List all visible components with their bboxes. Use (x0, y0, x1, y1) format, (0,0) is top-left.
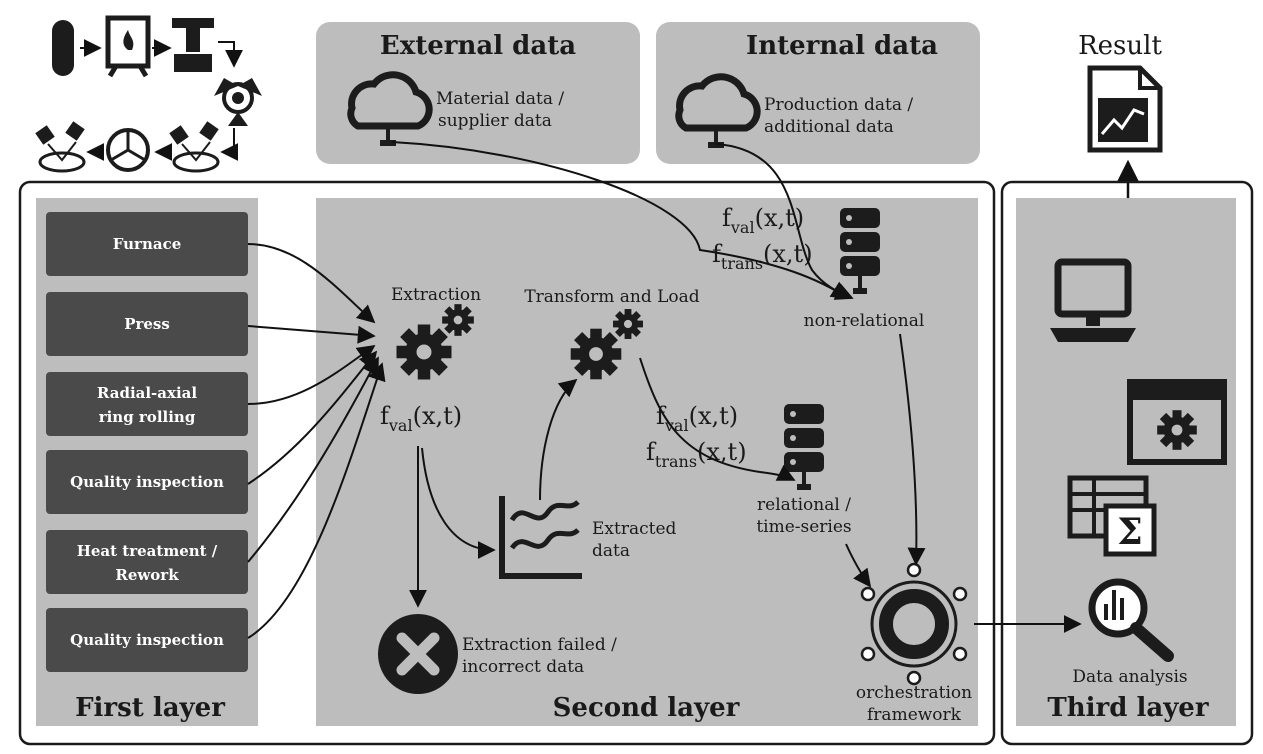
inspection-probes-icon (169, 121, 220, 173)
second-layer-title: Second layer (553, 693, 740, 723)
settings-window-icon (1127, 379, 1227, 465)
billet-icon (52, 20, 74, 76)
process-button-label: Press (124, 315, 170, 333)
transform-load-label: Transform and Load (524, 287, 699, 307)
press-icon (172, 18, 214, 72)
internal-data-panel: Internal data Production data / addition… (656, 22, 980, 164)
second-layer-panel: Second layer Extraction Transform and Lo… (316, 198, 978, 726)
process-button[interactable]: Quality inspection (46, 608, 248, 672)
process-button-bg (46, 450, 248, 514)
process-button-bg (46, 608, 248, 672)
nonrelational-trans-formula: ftrans(x,t) (712, 240, 813, 273)
process-button-label: Radial-axial (97, 384, 197, 402)
computer-icon (1050, 258, 1136, 342)
process-button-bg (46, 292, 248, 356)
process-pictogram-group (35, 15, 262, 173)
process-button-label: Rework (115, 566, 179, 584)
relational-label-line2: time-series (756, 517, 851, 537)
extracted-data-line1: Extracted (592, 519, 677, 539)
nonrelational-label: non-relational (804, 311, 925, 331)
external-data-title: External data (380, 31, 576, 61)
first-layer-title: First layer (75, 693, 225, 723)
result-label: Result (1078, 31, 1162, 61)
main-frame (18, 180, 996, 746)
process-button-label: ring rolling (99, 408, 196, 426)
process-button-bg (46, 530, 248, 594)
result-area: Result (1078, 31, 1163, 216)
process-button[interactable]: Radial-axial ring rolling (46, 372, 248, 436)
data-analysis-label: Data analysis (1072, 667, 1187, 687)
process-button-bg (46, 372, 248, 436)
internal-data-title: Internal data (746, 31, 938, 61)
extracted-data-line2: data (592, 541, 630, 561)
process-button-label: Quality inspection (70, 631, 224, 649)
third-layer-title: Third layer (1047, 693, 1208, 723)
final-inspection-probes-icon (35, 121, 86, 173)
orchestration-icon (860, 562, 968, 686)
internal-data-line1: Production data / (764, 95, 913, 115)
third-layer-frame (1000, 180, 1254, 746)
relational-label-line1: relational / (757, 495, 851, 515)
sigma-glyph: Σ (1117, 511, 1142, 553)
process-button[interactable]: Press (46, 292, 248, 356)
process-button-label: Heat treatment / (77, 542, 218, 560)
furnace-icon (105, 15, 151, 78)
external-data-panel: External data Material data / supplier d… (316, 22, 640, 164)
process-button[interactable]: Furnace (46, 212, 248, 276)
extraction-failed-icon (378, 614, 458, 694)
extraction-formula: fval(x,t) (380, 402, 462, 435)
process-button-bg (46, 212, 248, 276)
process-button-label: Quality inspection (70, 473, 224, 491)
external-data-line1: Material data / (436, 89, 564, 109)
spreadsheet-sum-icon: Σ (1067, 475, 1157, 557)
external-data-line2: supplier data (438, 111, 552, 131)
heat-treatment-wheel-icon (106, 128, 150, 172)
extraction-failed-line1: Extraction failed / (462, 635, 617, 655)
ring-rolling-icon (214, 78, 262, 126)
extracted-data-chart-icon (499, 496, 582, 579)
relational-val-formula: fval(x,t) (656, 402, 738, 435)
report-chart-icon (1087, 65, 1163, 153)
orchestration-label-line2: framework (867, 705, 962, 725)
internal-data-line2: additional data (764, 117, 894, 137)
relational-trans-formula: ftrans(x,t) (646, 438, 747, 471)
connector-arrows (247, 141, 1082, 639)
extraction-label: Extraction (391, 285, 481, 305)
extraction-failed-line2: incorrect data (462, 657, 584, 677)
process-button[interactable]: Quality inspection (46, 450, 248, 514)
orchestration-label-line1: orchestration (856, 683, 972, 703)
process-button-label: Furnace (113, 235, 182, 253)
third-layer-panel: Third layer Σ Data analysis (1016, 198, 1236, 726)
process-button[interactable]: Heat treatment / Rework (46, 530, 248, 594)
data-analysis-magnifier-icon (1088, 578, 1174, 662)
